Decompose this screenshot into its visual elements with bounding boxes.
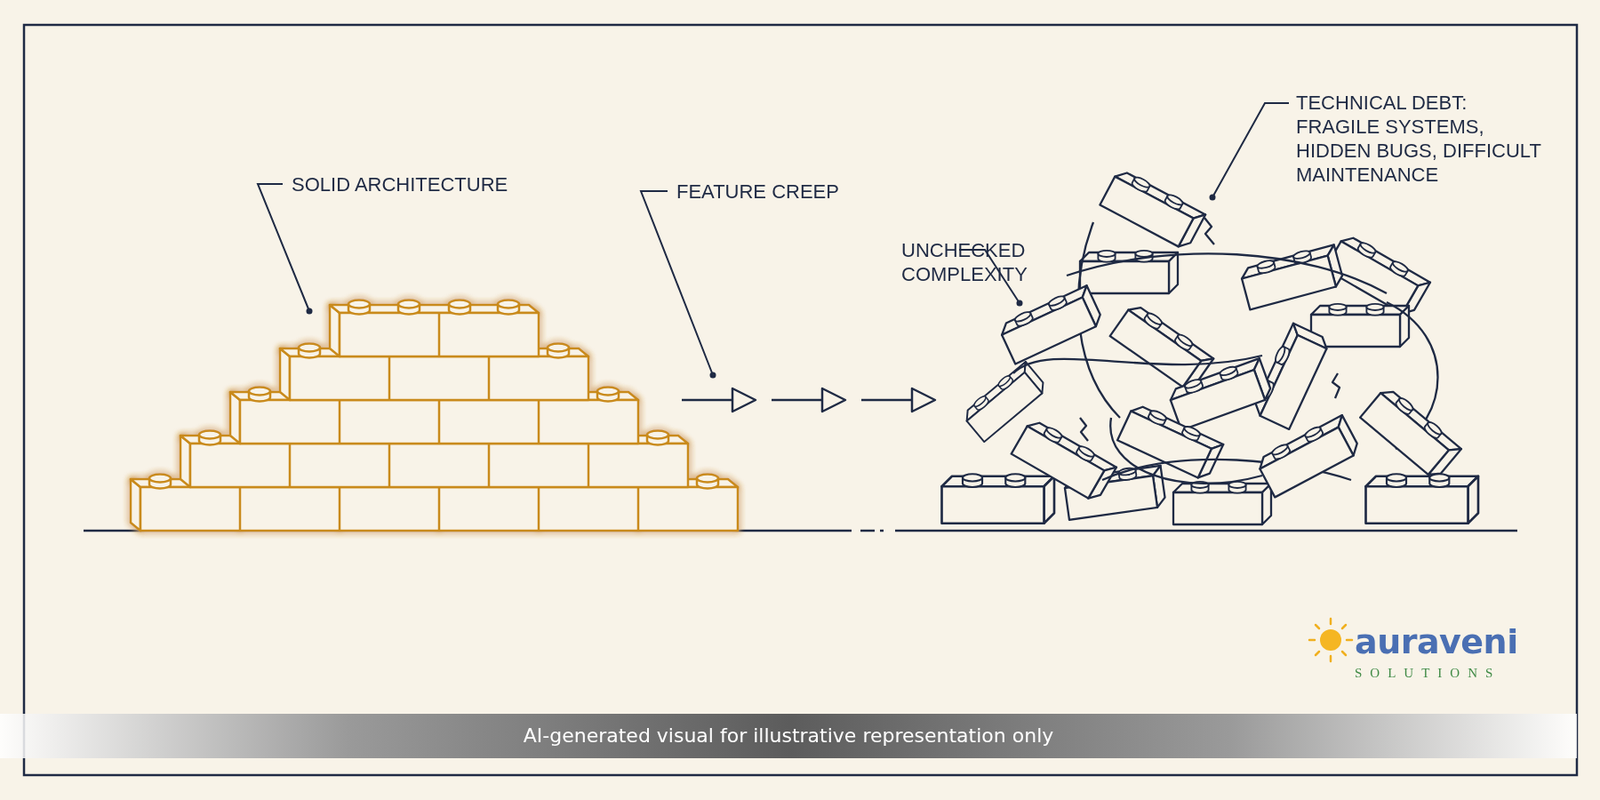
frame bbox=[24, 24, 1577, 776]
leader-lines bbox=[257, 103, 1289, 376]
logo-tagline: SOLUTIONS bbox=[1354, 664, 1501, 681]
watermark-caption: AI-generated visual for illustrative rep… bbox=[0, 713, 1577, 759]
callout-label: UNCHECKED COMPLEXITY bbox=[901, 238, 955, 287]
leader-dots bbox=[306, 194, 1216, 379]
callout-label: SOLID ARCHITECTURE bbox=[291, 172, 508, 197]
callout-label: FEATURE CREEP bbox=[676, 179, 840, 204]
logo-sun bbox=[1309, 618, 1352, 662]
brick-pyramid bbox=[130, 300, 738, 532]
flow-arrows bbox=[681, 388, 936, 412]
callout-label: TECHNICAL DEBT: FRAGILE SYSTEMS, HIDDEN … bbox=[1296, 90, 1542, 187]
brick-pile bbox=[942, 167, 1480, 525]
logo-wordmark: auraveni bbox=[1354, 624, 1519, 660]
